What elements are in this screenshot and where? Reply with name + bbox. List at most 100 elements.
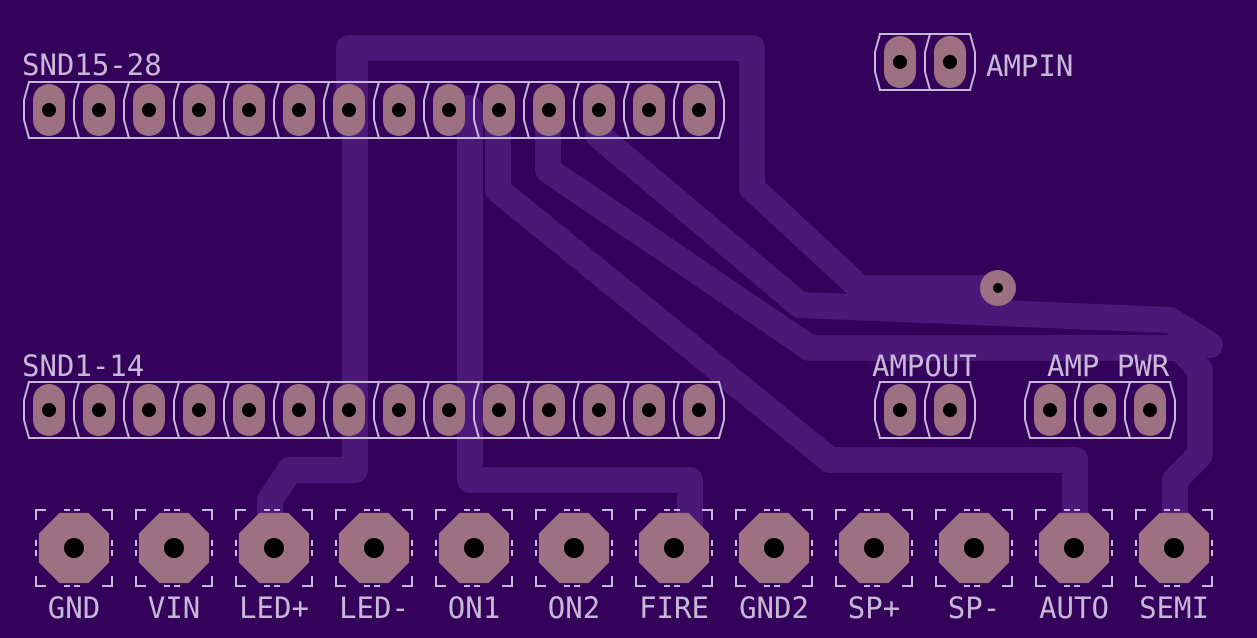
terminal-label: SP+	[848, 591, 900, 625]
header-pin-drill	[92, 103, 106, 117]
terminal-pad	[835, 509, 913, 587]
header-outline	[323, 381, 339, 401]
header-outline	[373, 119, 389, 139]
header-outline	[623, 419, 639, 439]
header-outline	[423, 419, 439, 439]
header-outline	[523, 81, 539, 101]
header-outline	[373, 419, 389, 439]
header-outline	[1160, 381, 1176, 401]
header-outline	[23, 81, 39, 101]
header-outline	[123, 119, 139, 139]
header-outline	[23, 419, 39, 439]
header-outline	[924, 71, 940, 91]
header-outline	[473, 381, 489, 401]
header-outline	[473, 419, 489, 439]
header-outline	[523, 381, 539, 401]
header-outline	[960, 419, 976, 439]
terminal-label: FIRE	[639, 591, 709, 625]
copper-traces	[257, 35, 1223, 561]
header-outline	[1124, 381, 1140, 401]
trace-to-auto	[485, 95, 1088, 561]
terminal-outline	[935, 576, 946, 587]
header-pin-drill	[192, 403, 206, 417]
terminal-drill	[264, 538, 284, 558]
header-outline	[423, 119, 439, 139]
label-amp-pwr: AMP_PWR	[1047, 349, 1170, 384]
header-outline	[573, 81, 589, 101]
terminal-outline	[535, 509, 546, 520]
header-outline	[709, 381, 725, 401]
header-outline	[23, 381, 39, 401]
terminal-outline	[835, 576, 846, 587]
header-outline	[323, 81, 339, 101]
terminal-outline	[335, 576, 346, 587]
terminal-outline	[635, 509, 646, 520]
terminal-outline	[235, 576, 246, 587]
header-outline	[573, 119, 589, 139]
terminal-outline	[435, 509, 446, 520]
terminal-pad	[735, 509, 813, 587]
terminal-outline	[402, 509, 413, 520]
header-outline	[523, 119, 539, 139]
header-outline	[373, 81, 389, 101]
header-outline	[523, 419, 539, 439]
header-outline	[874, 33, 890, 53]
terminal-drill	[664, 538, 684, 558]
header-outline	[573, 381, 589, 401]
header-outline	[173, 119, 189, 139]
terminal-outline	[1202, 509, 1213, 520]
terminal-outline	[702, 509, 713, 520]
header-outline	[960, 71, 976, 91]
header-pin-drill	[542, 103, 556, 117]
header-outline	[123, 81, 139, 101]
header-outline	[1024, 381, 1040, 401]
header-snd1_14	[23, 381, 725, 439]
header-pin-drill	[192, 103, 206, 117]
header-outline	[1074, 381, 1090, 401]
header-outline	[623, 381, 639, 401]
header-ampout	[874, 381, 976, 439]
label-snd15-28: SND15-28	[22, 48, 162, 82]
header-outline	[874, 381, 890, 401]
header-outline	[1024, 419, 1040, 439]
terminal-pad	[535, 509, 613, 587]
terminal-label: GND	[48, 591, 100, 625]
header-pin-drill	[592, 403, 606, 417]
header-pin-drill	[893, 55, 907, 69]
trace-fire	[457, 95, 703, 561]
header-pin-drill	[592, 103, 606, 117]
terminal-outline	[202, 576, 213, 587]
header-outline	[173, 381, 189, 401]
label-snd1-14: SND1-14	[22, 349, 144, 383]
terminal-label: ON1	[448, 591, 500, 625]
header-pin-drill	[893, 403, 907, 417]
header-ampin	[874, 33, 976, 91]
terminal-outline	[1002, 576, 1013, 587]
terminal-drill	[864, 538, 884, 558]
terminal-outline	[435, 576, 446, 587]
header-pin-drill	[242, 103, 256, 117]
label-ampout: AMPOUT	[872, 349, 977, 383]
header-outline	[323, 119, 339, 139]
label-ampin: AMPIN	[986, 49, 1073, 83]
header-pin-drill	[542, 403, 556, 417]
terminal-pad	[335, 509, 413, 587]
header-pin-drill	[943, 403, 957, 417]
header-pin-drill	[392, 103, 406, 117]
header-outline	[273, 381, 289, 401]
header-outline	[273, 119, 289, 139]
header-pin-drill	[42, 103, 56, 117]
header-pin-drill	[92, 403, 106, 417]
terminal-drill	[1064, 538, 1084, 558]
header-pin-drill	[692, 403, 706, 417]
header-outline	[273, 419, 289, 439]
terminal-pad	[635, 509, 713, 587]
header-outline	[373, 381, 389, 401]
terminal-label: LED+	[239, 591, 309, 625]
header-outline	[73, 81, 89, 101]
header-outline	[473, 81, 489, 101]
terminal-pad	[35, 509, 113, 587]
terminal-drill	[564, 538, 584, 558]
terminal-pad	[1035, 509, 1113, 587]
header-outline	[23, 119, 39, 139]
